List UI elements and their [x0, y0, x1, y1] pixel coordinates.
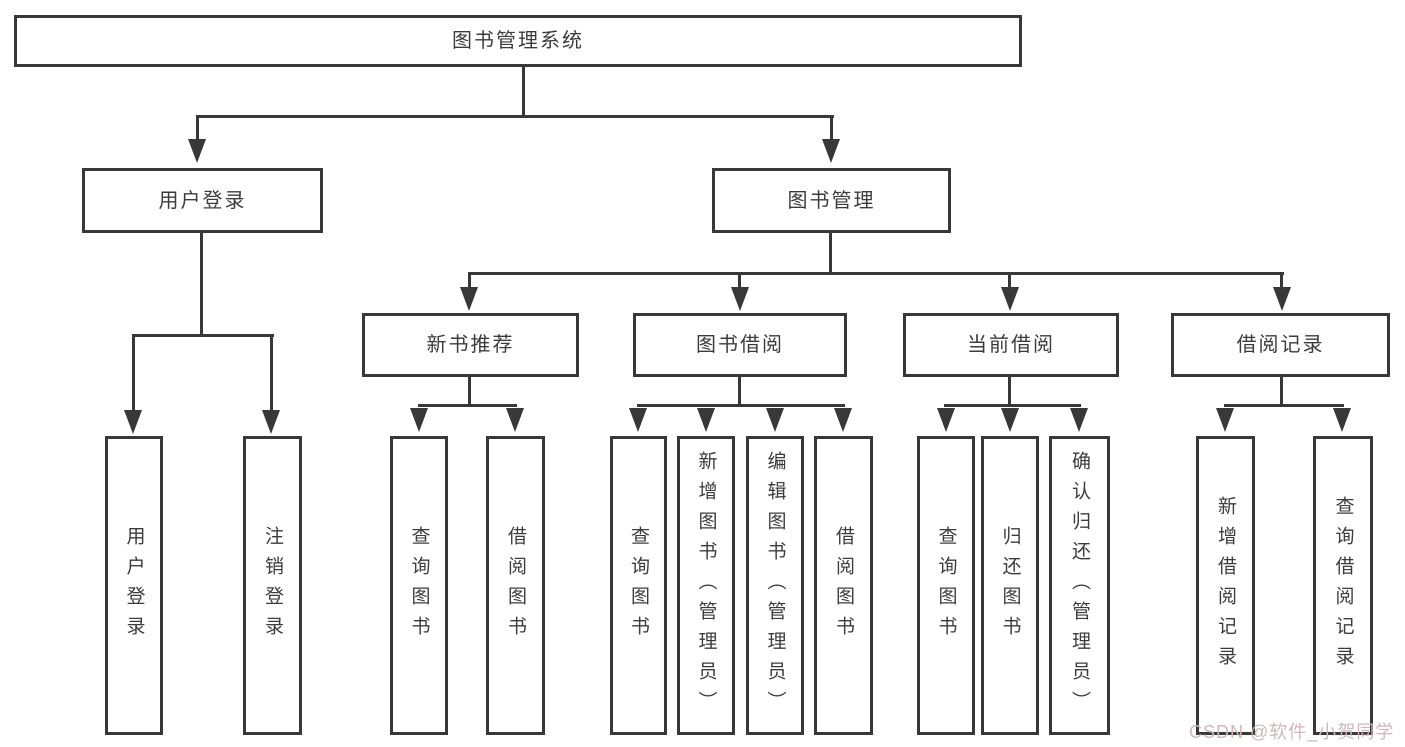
- connector-line: [200, 233, 203, 335]
- arrow-down-icon: [731, 287, 749, 311]
- connector-line: [270, 334, 273, 412]
- connector-line: [829, 233, 832, 273]
- node-label-book-mgmt: 图书管理: [787, 189, 876, 212]
- node-label-current-borrow: 当前借阅: [967, 334, 1055, 356]
- node-leaf-bb-edit: 编辑图书（管理员）: [746, 436, 804, 735]
- arrow-down-icon: [1273, 287, 1291, 311]
- node-label-book-borrow: 图书借阅: [696, 334, 784, 356]
- connector-line: [1280, 272, 1283, 289]
- node-leaf-br-query: 查询借阅记录: [1313, 436, 1373, 735]
- node-leaf-nbr-borrow: 借阅图书: [486, 436, 545, 735]
- arrow-down-icon: [188, 139, 206, 163]
- node-label-leaf-bb-edit: 编辑图书（管理员）: [764, 450, 786, 721]
- node-label-leaf-logout: 注销登录: [262, 525, 283, 646]
- node-book-borrow: 图书借阅: [633, 313, 847, 377]
- node-label-borrow-record: 借阅记录: [1236, 334, 1325, 356]
- connector-line: [132, 334, 274, 337]
- node-current-borrow: 当前借阅: [903, 313, 1119, 377]
- arrow-down-icon: [1001, 408, 1019, 432]
- node-label-leaf-bb-borrow: 借阅图书: [833, 525, 854, 646]
- connector-line: [1008, 377, 1011, 407]
- node-label-leaf-user-login: 用户登录: [123, 525, 145, 646]
- node-label-leaf-bb-query: 查询图书: [628, 525, 649, 646]
- arrow-down-icon: [629, 408, 647, 432]
- node-leaf-nbr-query: 查询图书: [390, 436, 448, 735]
- connector-line: [1280, 377, 1283, 407]
- node-label-new-book-rec: 新书推荐: [426, 334, 515, 356]
- arrow-down-icon: [1333, 408, 1351, 432]
- connector-line: [468, 377, 471, 407]
- node-label-leaf-cb-query: 查询图书: [935, 525, 957, 646]
- connector-line: [522, 67, 525, 116]
- connector-line: [738, 377, 741, 407]
- connector-line: [944, 404, 1081, 407]
- arrow-down-icon: [506, 408, 524, 432]
- node-leaf-br-add: 新增借阅记录: [1196, 436, 1255, 735]
- node-label-leaf-br-query: 查询借阅记录: [1332, 495, 1354, 676]
- node-book-mgmt: 图书管理: [712, 168, 951, 233]
- arrow-down-icon: [1070, 408, 1088, 432]
- arrow-down-icon: [697, 408, 715, 432]
- connector-line: [132, 334, 135, 412]
- connector-line: [830, 115, 833, 142]
- arrow-down-icon: [1001, 287, 1019, 311]
- connector-line: [1224, 404, 1344, 407]
- node-label-leaf-bb-add: 新增图书（管理员）: [695, 450, 717, 721]
- connector-line: [738, 272, 741, 289]
- node-new-book-rec: 新书推荐: [362, 313, 579, 377]
- node-leaf-cb-query: 查询图书: [917, 436, 975, 735]
- node-user-login: 用户登录: [82, 168, 323, 233]
- node-label-leaf-nbr-query: 查询图书: [408, 525, 430, 646]
- node-leaf-cb-return: 归还图书: [981, 436, 1039, 735]
- connector-line: [196, 115, 199, 142]
- arrow-down-icon: [262, 410, 280, 434]
- connector-line: [1008, 272, 1011, 289]
- node-borrow-record: 借阅记录: [1171, 313, 1390, 377]
- node-label-leaf-cb-confirm: 确认归还（管理员）: [1069, 450, 1090, 721]
- connector-line: [418, 404, 517, 407]
- watermark: CSDN @软件_小贺同学: [1189, 722, 1395, 742]
- node-label-leaf-cb-return: 归还图书: [999, 525, 1021, 646]
- arrow-down-icon: [766, 408, 784, 432]
- arrow-down-icon: [460, 287, 478, 311]
- arrow-down-icon: [937, 408, 955, 432]
- node-leaf-bb-borrow: 借阅图书: [814, 436, 873, 735]
- connector-line: [468, 272, 471, 289]
- node-leaf-cb-confirm: 确认归还（管理员）: [1049, 436, 1110, 735]
- arrow-down-icon: [822, 139, 840, 163]
- node-leaf-bb-query: 查询图书: [610, 436, 667, 735]
- arrow-down-icon: [1216, 408, 1234, 432]
- node-label-leaf-nbr-borrow: 借阅图书: [505, 525, 526, 646]
- connector-line: [196, 115, 834, 118]
- connector-line: [637, 404, 845, 407]
- node-leaf-user-login: 用户登录: [105, 436, 163, 735]
- node-label-root: 图书管理系统: [452, 30, 584, 52]
- node-label-leaf-br-add: 新增借阅记录: [1215, 495, 1236, 676]
- node-label-user-login: 用户登录: [158, 189, 247, 212]
- arrow-down-icon: [834, 408, 852, 432]
- node-leaf-bb-add: 新增图书（管理员）: [677, 436, 735, 735]
- connector-line: [468, 272, 1284, 275]
- node-leaf-logout: 注销登录: [243, 436, 302, 735]
- arrow-down-icon: [124, 410, 142, 434]
- node-root: 图书管理系统: [14, 15, 1022, 67]
- arrow-down-icon: [410, 408, 428, 432]
